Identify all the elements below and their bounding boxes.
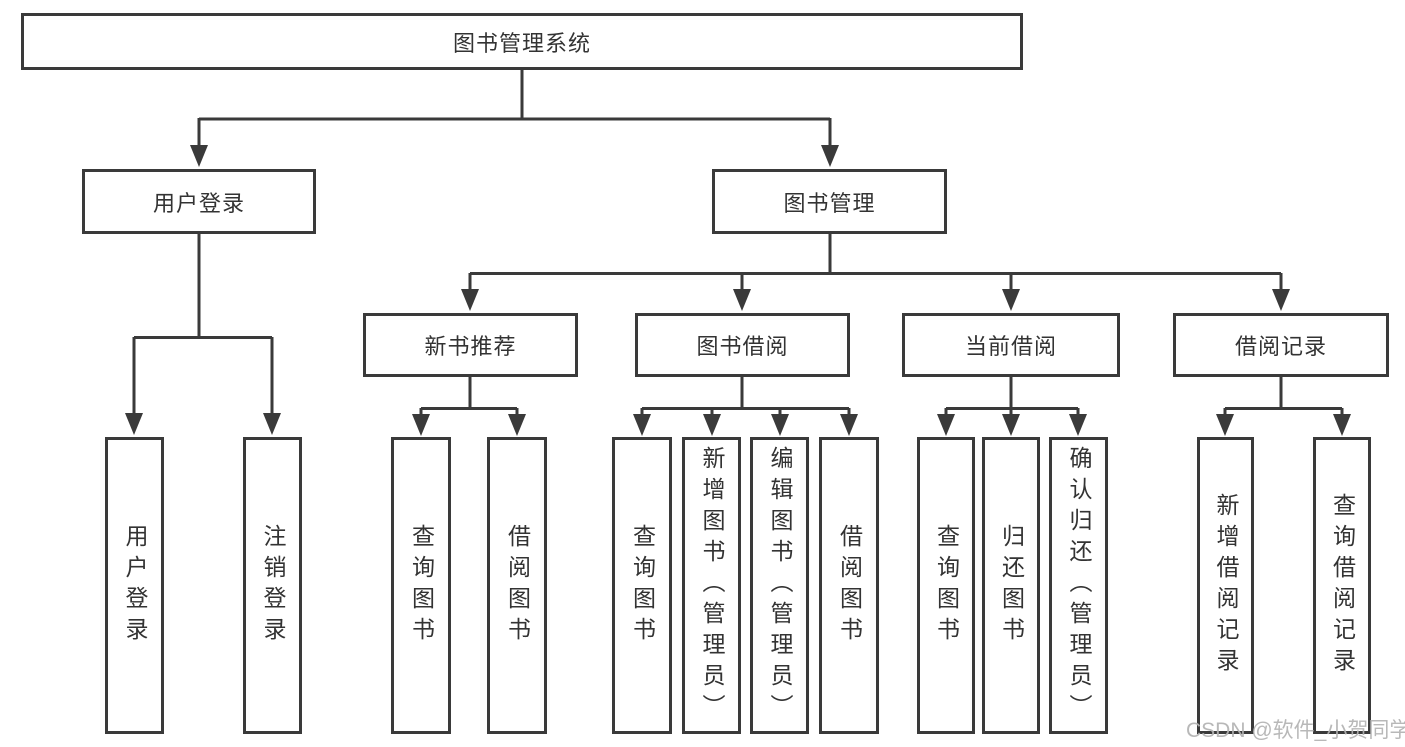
arrow-down-icon xyxy=(412,414,430,436)
leaf-edit-book-admin-label: 编辑图书（管理员） xyxy=(767,446,793,725)
node-new-book-recommend: 新书推荐 xyxy=(363,313,578,377)
arrow-down-icon xyxy=(125,413,143,435)
leaf-borrow-books-borrowing: 借阅图书 xyxy=(819,437,879,734)
arrow-down-icon xyxy=(771,414,789,436)
leaf-borrow-books-recommend-label: 借阅图书 xyxy=(504,523,531,648)
leaf-query-books-borrowing: 查询图书 xyxy=(612,437,672,734)
node-borrowing-records-label: 借阅记录 xyxy=(1234,334,1327,359)
leaf-confirm-return-admin-label: 确认归还（管理员） xyxy=(1066,446,1092,725)
leaf-borrow-books-recommend: 借阅图书 xyxy=(487,437,547,734)
node-current-borrowing-label: 当前借阅 xyxy=(964,334,1057,359)
arrow-down-icon xyxy=(1333,414,1351,436)
arrow-down-icon xyxy=(703,414,721,436)
leaf-confirm-return-admin: 确认归还（管理员） xyxy=(1049,437,1108,734)
leaf-logout-label: 注销登录 xyxy=(260,523,286,648)
node-library-system: 图书管理系统 xyxy=(21,13,1023,70)
node-new-book-recommend-label: 新书推荐 xyxy=(424,334,517,359)
leaf-add-book-admin-label: 新增图书（管理员） xyxy=(699,446,725,725)
leaf-add-borrow-record: 新增借阅记录 xyxy=(1197,437,1254,734)
leaf-user-login: 用户登录 xyxy=(105,437,164,734)
node-user-login: 用户登录 xyxy=(82,169,316,234)
node-book-borrowing-label: 图书借阅 xyxy=(696,334,789,359)
node-current-borrowing: 当前借阅 xyxy=(902,313,1120,377)
arrow-down-icon xyxy=(821,145,839,167)
arrow-down-icon xyxy=(1002,414,1020,436)
leaf-return-books-label: 归还图书 xyxy=(998,523,1025,648)
arrow-down-icon xyxy=(190,145,208,167)
leaf-query-books-current-label: 查询图书 xyxy=(933,523,960,648)
leaf-query-borrow-record-label: 查询借阅记录 xyxy=(1329,492,1356,679)
node-borrowing-records: 借阅记录 xyxy=(1173,313,1389,377)
leaf-query-books-current: 查询图书 xyxy=(917,437,975,734)
arrow-down-icon xyxy=(1069,414,1087,436)
node-book-management: 图书管理 xyxy=(712,169,947,234)
arrow-down-icon xyxy=(633,414,651,436)
leaf-query-books-borrowing-label: 查询图书 xyxy=(629,523,656,648)
node-user-login-label: 用户登录 xyxy=(152,190,245,216)
arrow-down-icon xyxy=(733,289,751,311)
arrow-down-icon xyxy=(1002,289,1020,311)
arrow-down-icon xyxy=(263,413,281,435)
leaf-add-borrow-record-label: 新增借阅记录 xyxy=(1213,492,1239,679)
node-book-management-label: 图书管理 xyxy=(783,190,876,216)
arrow-down-icon xyxy=(508,414,526,436)
leaf-user-login-label: 用户登录 xyxy=(122,523,148,648)
leaf-logout: 注销登录 xyxy=(243,437,302,734)
leaf-query-borrow-record: 查询借阅记录 xyxy=(1313,437,1371,734)
node-book-borrowing: 图书借阅 xyxy=(635,313,850,377)
leaf-add-book-admin: 新增图书（管理员） xyxy=(682,437,741,734)
arrow-down-icon xyxy=(937,414,955,436)
leaf-query-books-recommend-label: 查询图书 xyxy=(408,523,435,648)
arrowheads xyxy=(125,145,1351,436)
leaf-edit-book-admin: 编辑图书（管理员） xyxy=(750,437,809,734)
arrow-down-icon xyxy=(1272,289,1290,311)
leaf-borrow-books-borrowing-label: 借阅图书 xyxy=(836,523,863,648)
node-library-system-label: 图书管理系统 xyxy=(452,30,591,56)
leaf-return-books: 归还图书 xyxy=(982,437,1040,734)
watermark: CSDN @软件_小贺同学 xyxy=(1186,719,1405,742)
arrow-down-icon xyxy=(1216,414,1234,436)
arrow-down-icon xyxy=(840,414,858,436)
leaf-query-books-recommend: 查询图书 xyxy=(391,437,451,734)
arrow-down-icon xyxy=(461,289,479,311)
